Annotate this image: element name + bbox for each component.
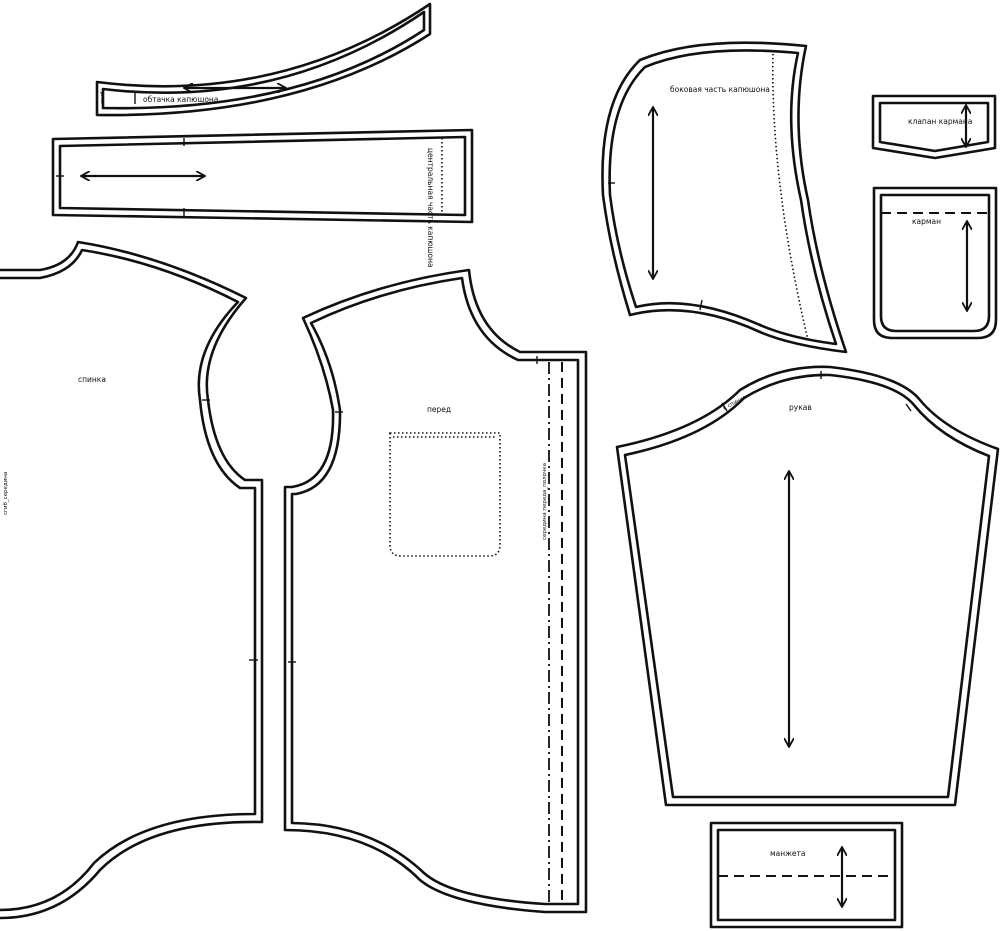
label-front-center: середина переда_полочка [542,463,548,540]
label-cuff: манжета [770,849,806,858]
label-back: спинка [78,375,106,384]
label-hood-facing-fold: сгиб [100,91,106,104]
piece-front: перед середина переда_полочка [283,268,588,914]
pocket-placement [389,432,501,557]
label-sleeve: рукав [789,403,812,412]
label-hood-center: центральная часть капюшона [426,148,435,268]
hood-seam-line [771,49,809,341]
piece-hood-center: центральная часть капюшона [51,128,474,268]
piece-hood-side: боковая часть капюшона [601,41,848,354]
piece-pocket: карман [872,186,998,340]
piece-hood-facing: обтачка капюшона сгиб [95,2,432,117]
label-pocket: карман [912,217,941,226]
label-pocket-flap: клапан кармана [908,117,972,126]
label-back-fold: сгиб_середина [3,472,9,515]
piece-cuff: манжета [709,821,904,929]
piece-back: спинка сгиб_середина [0,240,264,920]
label-front: перед [427,405,451,414]
label-hood-facing: обтачка капюшона [143,95,218,104]
piece-sleeve: рукав к спинке [615,365,1000,807]
label-hood-side: боковая часть капюшона [670,85,770,94]
piece-pocket-flap: клапан кармана [871,94,997,160]
